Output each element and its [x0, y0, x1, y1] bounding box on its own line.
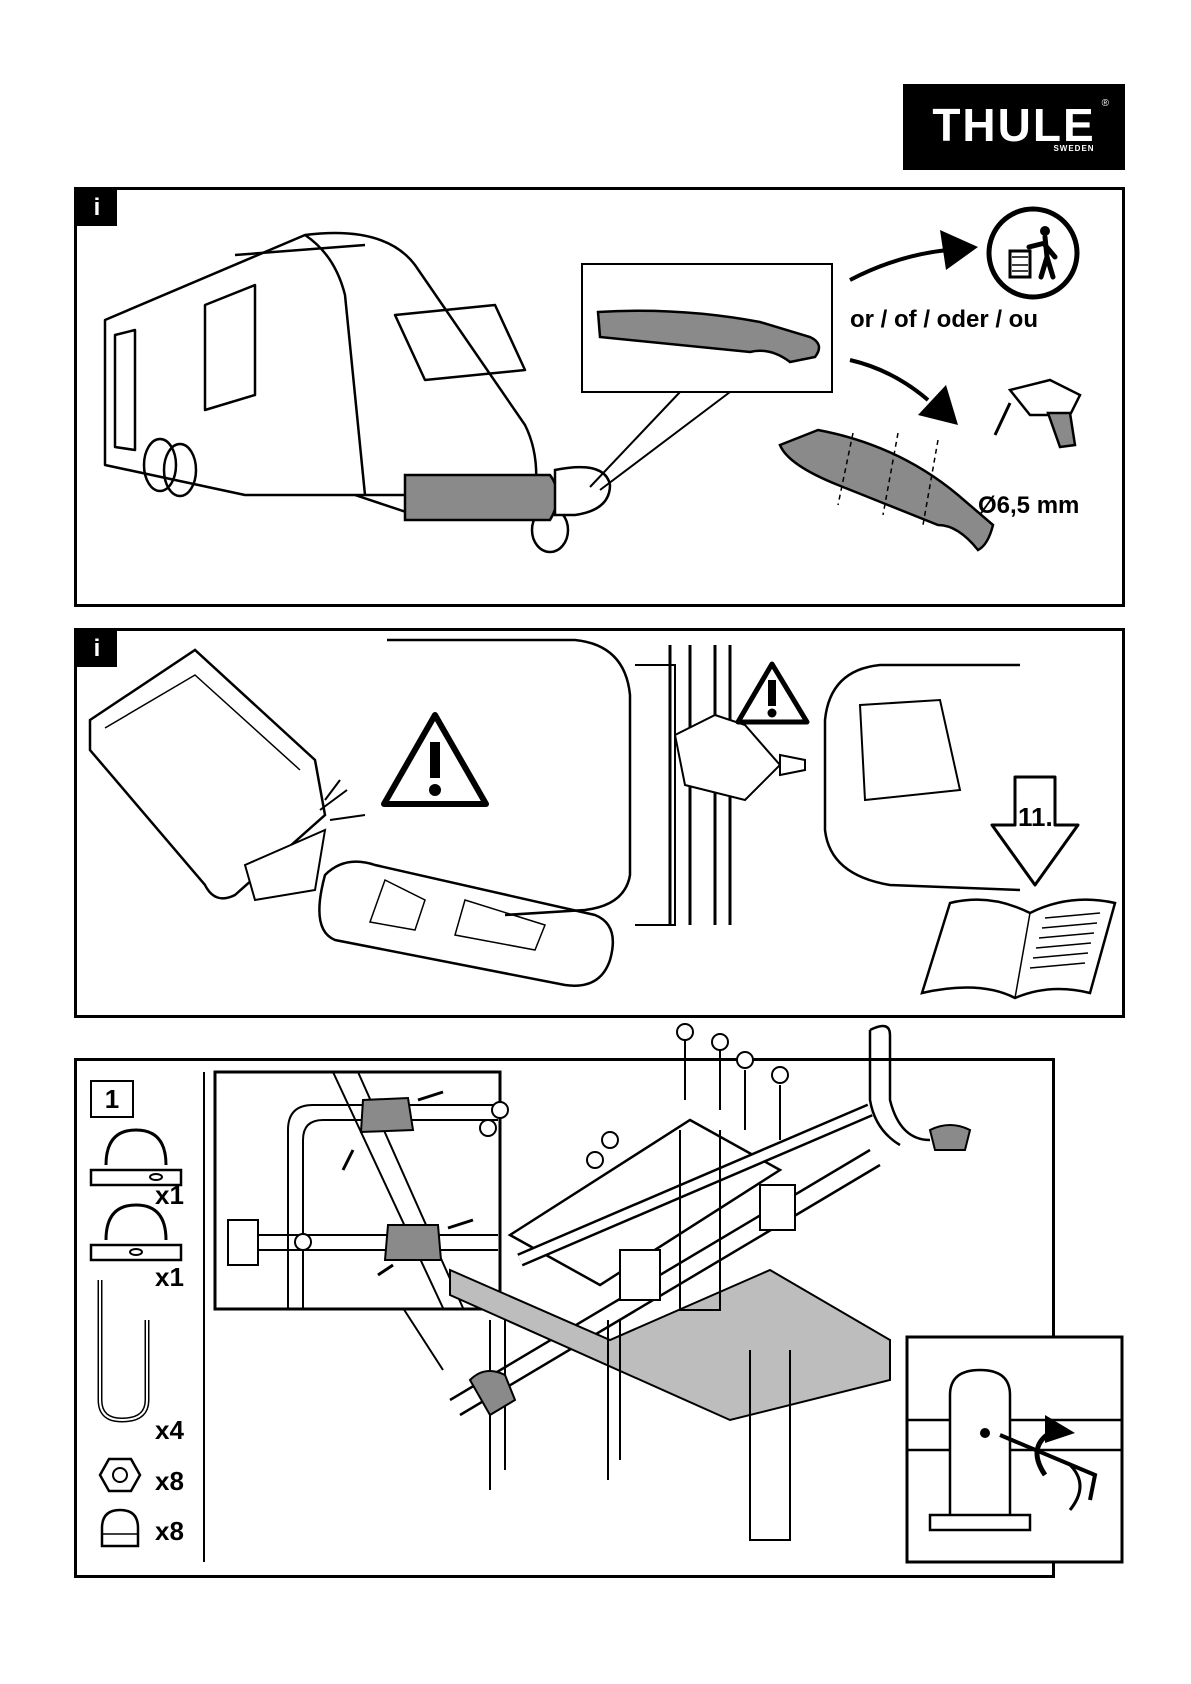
- logo-subtitle: SWEDEN: [1053, 144, 1094, 153]
- logo-wordmark: THULE: [932, 102, 1095, 148]
- cap-nut-icon: [98, 1506, 142, 1550]
- parts-divider: [203, 1072, 205, 1562]
- option-text: or / of / oder / ou: [850, 306, 1038, 334]
- clamp-bracket-icon: [86, 1200, 186, 1270]
- logo-registered-mark: ®: [1102, 98, 1109, 109]
- part-qty: x4: [155, 1415, 184, 1446]
- part-qty: x8: [155, 1466, 184, 1497]
- manual-book-icon: [920, 888, 1120, 1003]
- drill-spec: Ø6,5 mm: [978, 492, 1079, 520]
- u-bolt-icon: [92, 1275, 162, 1425]
- warning-triangle-icon: [735, 660, 810, 726]
- part-qty: x8: [155, 1516, 184, 1547]
- cut-cover: [778, 425, 998, 555]
- tightening-detail-inset: [905, 1335, 1125, 1565]
- step-number: 1: [90, 1080, 134, 1118]
- info-badge: i: [77, 190, 117, 226]
- drill-icon: [990, 375, 1090, 475]
- thule-logo: THULE SWEDEN ®: [903, 84, 1125, 170]
- caravan-illustration: [95, 225, 655, 605]
- recycle-bin-icon: [985, 205, 1081, 301]
- hex-nut-icon: [98, 1455, 142, 1495]
- manual-reference: 11.: [1018, 802, 1053, 833]
